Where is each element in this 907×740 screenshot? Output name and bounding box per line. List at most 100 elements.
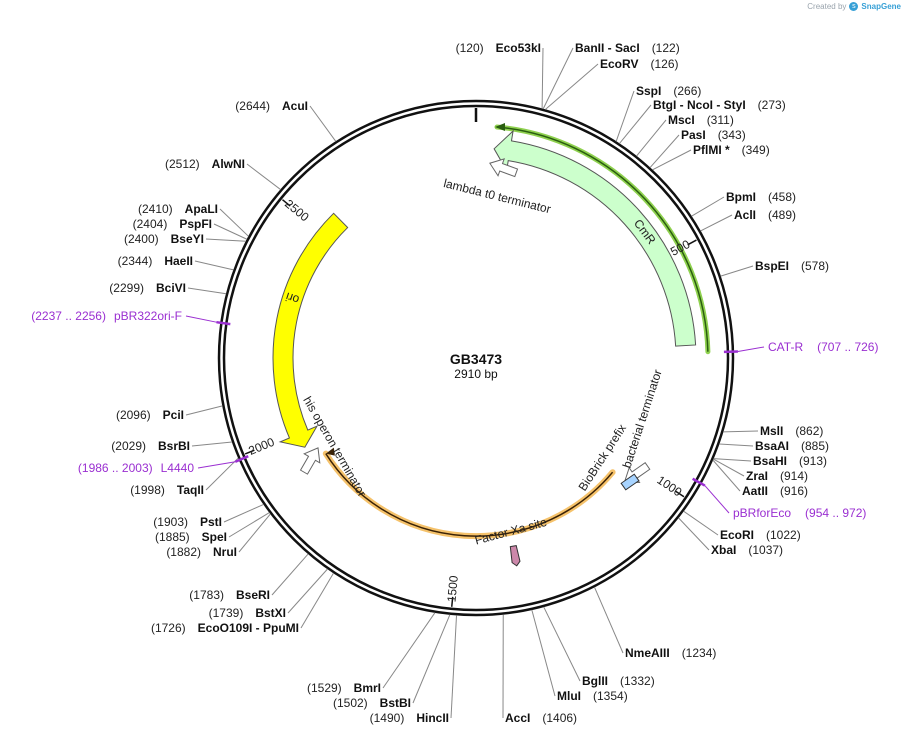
- primer-site-pbrforeco[interactable]: pBRforEco(954 .. 972): [692, 477, 867, 520]
- enzyme-site-bpmi[interactable]: BpmI(458): [691, 190, 796, 217]
- enzyme-position: (1022): [766, 528, 801, 542]
- enzyme-site-bcivi[interactable]: (2299)BciVI: [109, 281, 227, 295]
- enzyme-site-banii-saci[interactable]: BanII - SacI(122): [542, 41, 680, 110]
- enzyme-leader-line: [720, 265, 754, 277]
- enzyme-site-apali[interactable]: (2410)ApaLI: [138, 202, 249, 237]
- enzyme-label-row: (2404)PspFI: [133, 217, 212, 231]
- enzyme-name: Eco53kI: [496, 41, 541, 55]
- enzyme-site-bmri[interactable]: (1529)BmrI: [307, 612, 436, 695]
- enzyme-site-taqii[interactable]: (1998)TaqII: [130, 457, 239, 497]
- enzyme-label-row: (1903)PstI: [153, 515, 222, 529]
- enzyme-site-ecoo109i-ppumi[interactable]: (1726)EcoO109I - PpuMI: [151, 572, 334, 635]
- enzyme-site-bstxi[interactable]: (1739)BstXI: [209, 568, 328, 620]
- feature-lambda-t0-label: lambda t0 terminator: [442, 176, 552, 216]
- primer-site-l4440[interactable]: (1986 .. 2003)L4440: [78, 455, 249, 475]
- feature-biobrick-prefix-box[interactable]: [620, 473, 640, 491]
- primer-site-pbr322ori-f[interactable]: (2237 .. 2256)pBR322ori-F: [31, 309, 231, 326]
- enzyme-name: TaqII: [177, 483, 204, 497]
- orange-region-line: [325, 453, 614, 537]
- enzyme-site-pasi[interactable]: PasI(343): [649, 128, 746, 168]
- feature-his-operon-label: his operon terminator: [300, 394, 369, 499]
- enzyme-leader-line: [219, 208, 249, 237]
- enzyme-leader-line: [713, 458, 745, 477]
- primer-range: (2237 .. 2256): [31, 309, 106, 323]
- enzyme-site-pspfi[interactable]: (2404)PspFI: [133, 217, 248, 240]
- enzyme-name: BsaAI: [755, 439, 789, 453]
- enzyme-leader-line: [652, 149, 692, 171]
- enzyme-position: (266): [673, 84, 701, 98]
- enzyme-site-bseri[interactable]: (1783)BseRI: [189, 553, 309, 602]
- enzyme-site-sspi[interactable]: SspI(266): [615, 84, 701, 142]
- enzyme-label-row: (1490)HincII: [370, 711, 449, 725]
- feature-cmr-arrow[interactable]: [493, 129, 697, 347]
- enzyme-label-row: SspI(266): [636, 84, 701, 98]
- orange-region-arrowhead-icon: [325, 447, 335, 456]
- enzyme-site-spei[interactable]: (1885)SpeI: [155, 512, 270, 544]
- enzyme-site-bsaai[interactable]: BsaAI(885): [719, 439, 829, 453]
- enzyme-site-msci[interactable]: MscI(311): [636, 113, 734, 157]
- enzyme-label-row: (1783)BseRI: [189, 588, 270, 602]
- enzyme-position: (1234): [682, 646, 717, 660]
- feature-factor-xa-marker[interactable]: [509, 545, 521, 567]
- enzyme-site-msli[interactable]: MslI(862): [723, 424, 823, 438]
- enzyme-site-hincii[interactable]: (1490)HincII: [370, 615, 458, 725]
- enzyme-position: (913): [799, 454, 827, 468]
- enzyme-leader-line: [223, 503, 264, 523]
- enzyme-site-bglii[interactable]: BglII(1332): [543, 606, 655, 688]
- enzyme-position: (1354): [593, 689, 628, 703]
- enzyme-site-bseyi[interactable]: (2400)BseYI: [124, 232, 246, 246]
- enzyme-site-aatii[interactable]: AatII(916): [712, 459, 808, 498]
- enzyme-leader-line: [619, 104, 652, 144]
- enzyme-label-row: (2410)ApaLI: [138, 202, 218, 216]
- feature-ori-arrow[interactable]: [272, 212, 349, 448]
- enzyme-site-acui[interactable]: (2644)AcuI: [235, 99, 337, 142]
- enzyme-leader-line: [683, 510, 719, 536]
- enzyme-name: PstI: [200, 515, 222, 529]
- enzyme-name: BsaHI: [753, 454, 787, 468]
- enzyme-site-bsahi[interactable]: BsaHI (913): [713, 454, 827, 468]
- enzyme-name: BspEI: [755, 259, 789, 273]
- enzyme-site-ecori[interactable]: EcoRI(1022): [683, 510, 801, 542]
- enzyme-site-bstbi[interactable]: (1502)BstBI: [333, 614, 451, 710]
- enzyme-site-pcii[interactable]: (2096)PciI: [116, 405, 223, 422]
- enzyme-leader-line: [712, 459, 741, 492]
- enzyme-position: (120): [456, 41, 484, 55]
- enzyme-label-row: BpmI(458): [726, 190, 796, 204]
- enzyme-site-haeii[interactable]: (2344)HaeII: [118, 254, 234, 271]
- primer-name: L4440: [161, 461, 195, 475]
- feature-his-operon-terminator-arrow[interactable]: [296, 443, 326, 476]
- enzyme-site-btgi-ncoi-styi[interactable]: BtgI - NcoI - StyI(273): [619, 98, 786, 144]
- enzyme-site-eco53ki[interactable]: (120) Eco53kI: [456, 41, 544, 109]
- enzyme-site-alwni[interactable]: (2512)AlwNI: [165, 157, 281, 190]
- enzyme-site-nmeaiii[interactable]: NmeAIII (1234): [594, 586, 717, 660]
- enzyme-name: MscI: [668, 113, 695, 127]
- plasmid-name: GB3473: [450, 351, 502, 367]
- enzyme-site-zrai[interactable]: ZraI(914): [713, 458, 808, 483]
- tick-mark: [244, 449, 255, 455]
- enzyme-leader-line: [531, 609, 556, 697]
- primer-site-cat-r[interactable]: CAT-R(707 .. 726): [723, 340, 879, 354]
- enzyme-name: NmeAIII: [625, 646, 670, 660]
- enzyme-name: AcuI: [282, 99, 308, 113]
- enzyme-site-bsrbi[interactable]: (2029)BsrBI: [111, 439, 233, 453]
- feature-lambda-t0-terminator-arrow[interactable]: [487, 155, 519, 181]
- enzyme-position: (2344): [118, 254, 153, 268]
- enzyme-position: (2404): [133, 217, 168, 231]
- enzyme-site-acci[interactable]: AccI(1406): [502, 614, 577, 725]
- enzyme-site-acli[interactable]: AclI(489): [700, 208, 796, 232]
- enzyme-site-pflmi[interactable]: PflMI *(349): [652, 143, 770, 171]
- enzyme-label-row: (2096)PciI: [116, 408, 184, 422]
- enzyme-site-bspei[interactable]: BspEI(578): [720, 259, 829, 277]
- enzyme-leader-line: [450, 615, 458, 719]
- enzyme-site-ecorv[interactable]: EcoRV(126): [545, 57, 678, 110]
- enzyme-site-nrui[interactable]: (1882)NruI: [166, 513, 271, 559]
- enzyme-site-psti[interactable]: (1903)PstI: [153, 503, 264, 529]
- enzyme-site-mlui[interactable]: MluI(1354): [531, 609, 628, 703]
- enzyme-name: EcoRV: [600, 57, 638, 71]
- enzyme-label-row: (1882)NruI: [166, 545, 237, 559]
- enzyme-leader-line: [636, 119, 667, 157]
- enzyme-site-xbai[interactable]: XbaI(1037): [678, 517, 784, 557]
- tick-mark: [675, 490, 685, 498]
